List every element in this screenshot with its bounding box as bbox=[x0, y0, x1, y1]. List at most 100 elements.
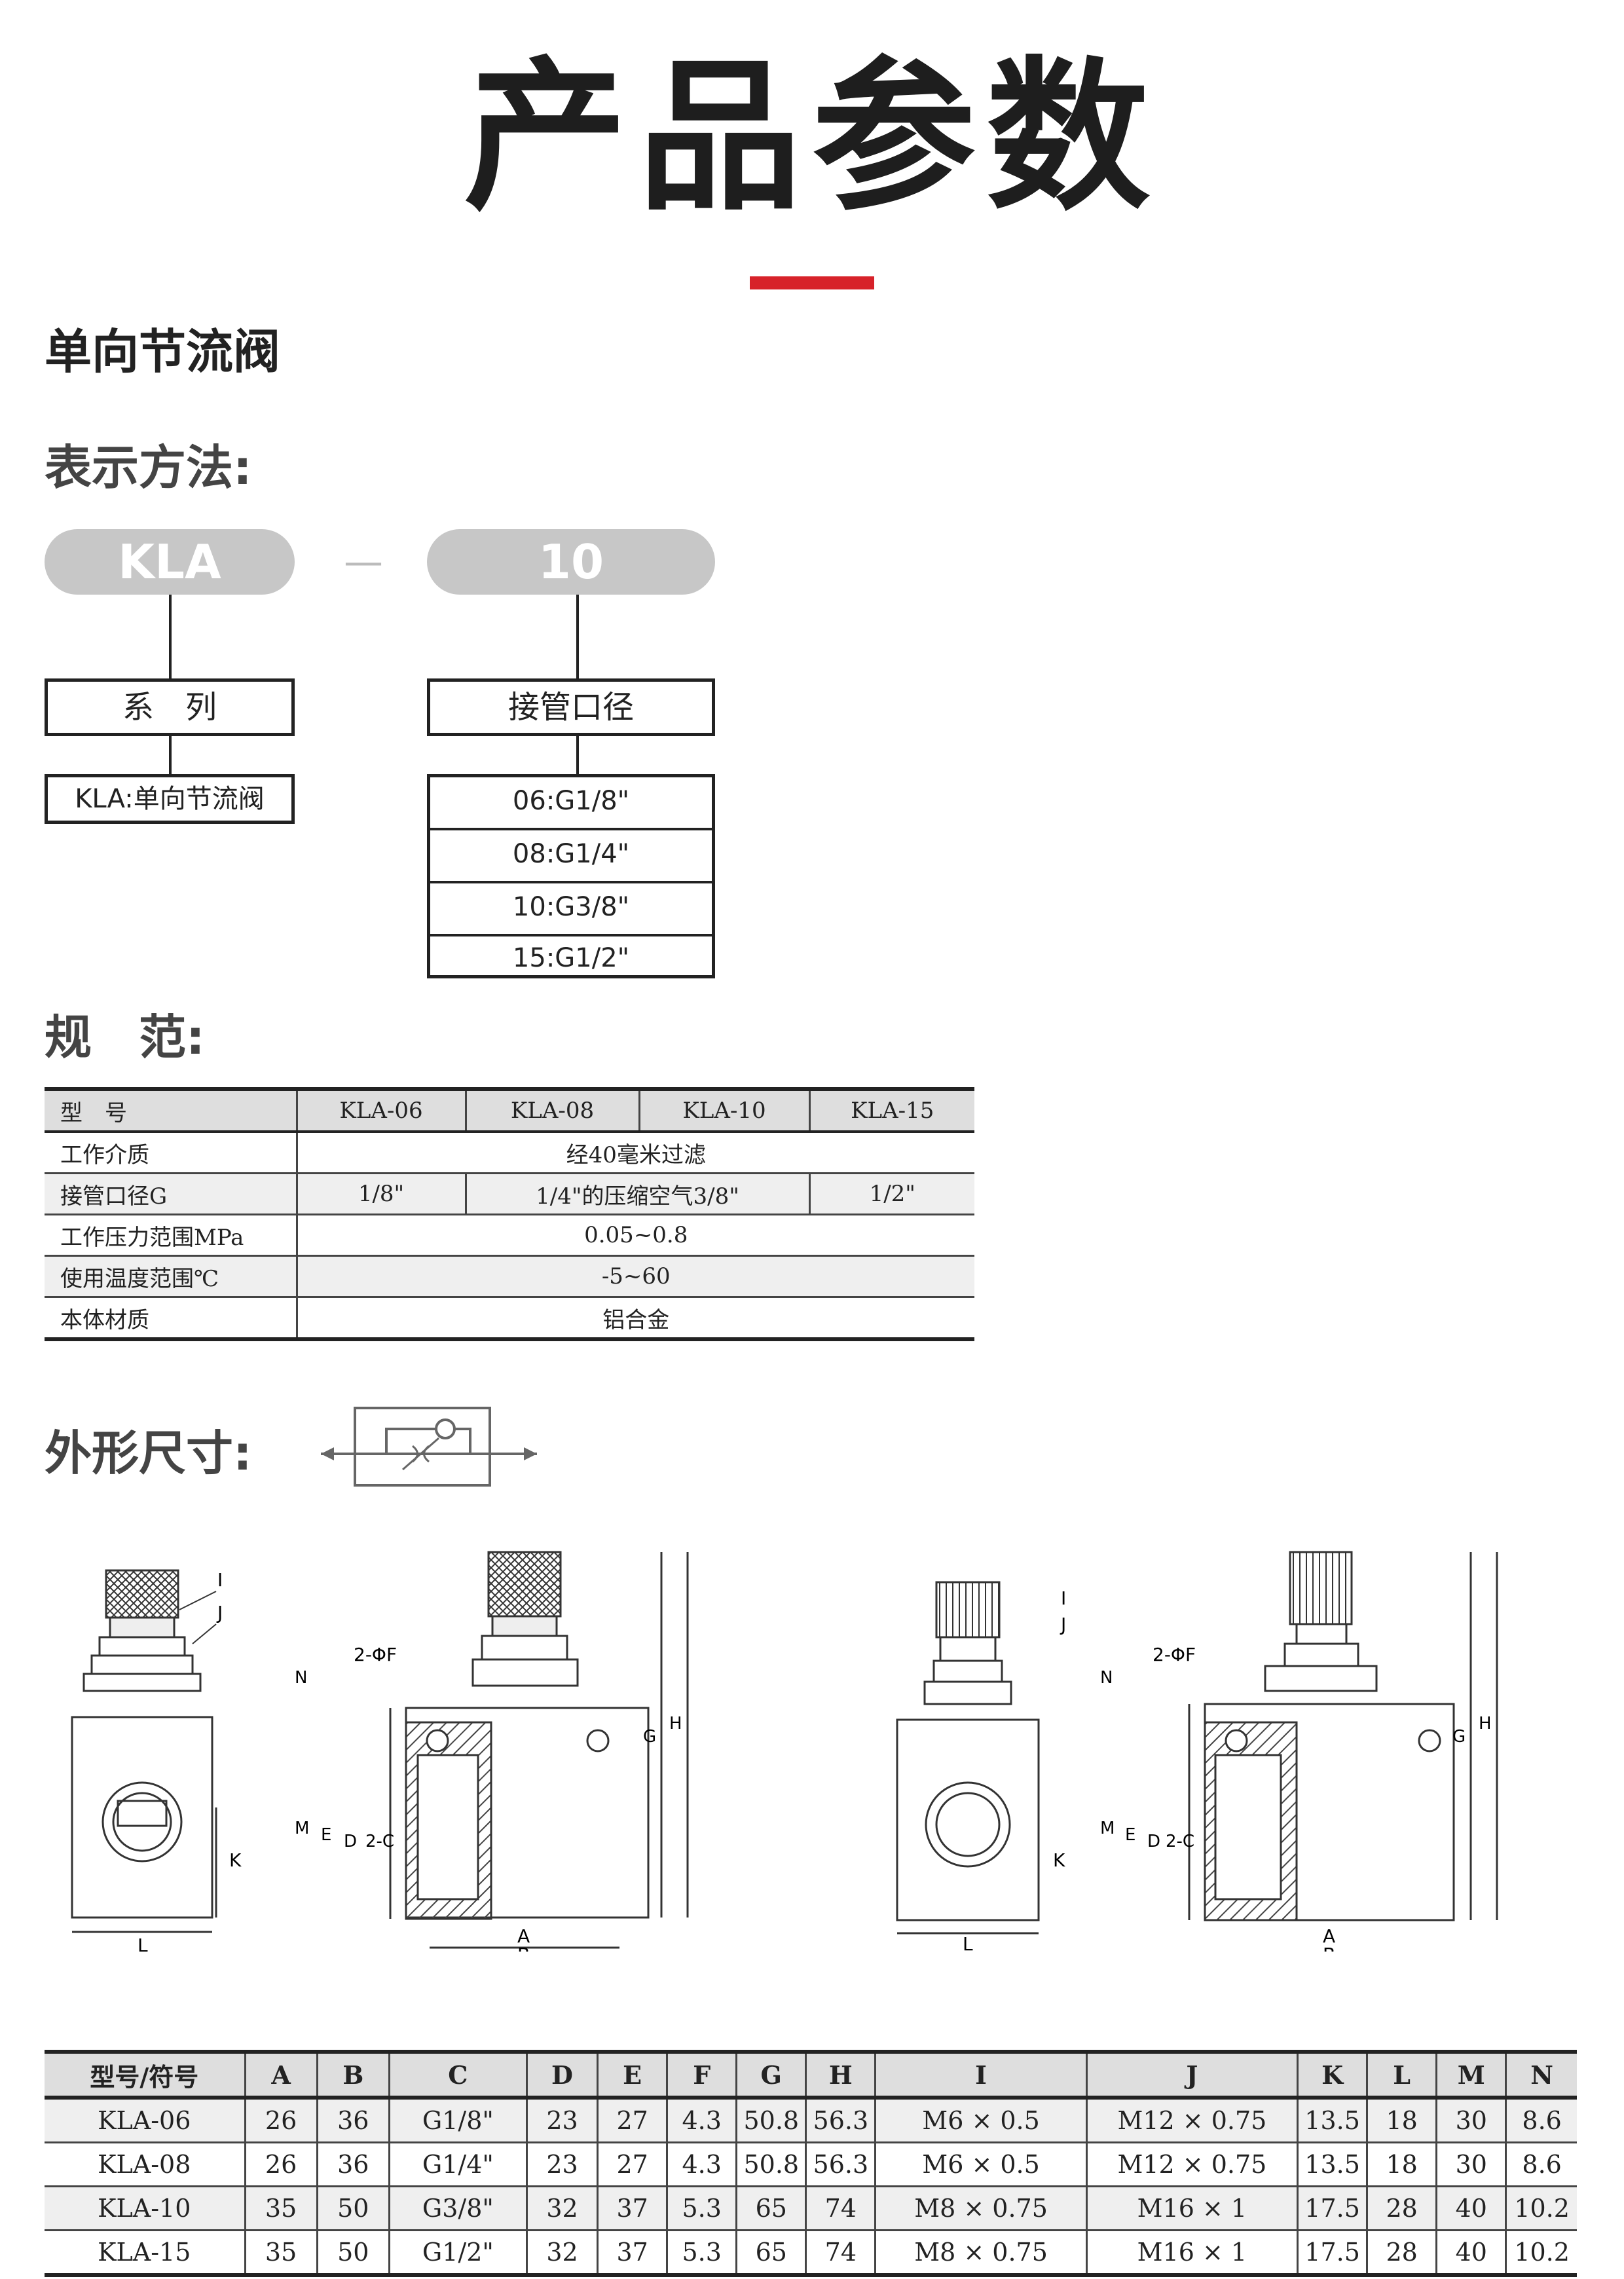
dimension-cell: 28 bbox=[1366, 2186, 1437, 2231]
dimension-header-cell: I bbox=[874, 2050, 1087, 2100]
dimension-header-cell: M bbox=[1435, 2050, 1506, 2100]
dimensions-heading: 外形尺寸: bbox=[45, 1426, 252, 1481]
dimension-header-cell: A bbox=[244, 2050, 318, 2100]
dimension-cell: 10.2 bbox=[1505, 2186, 1577, 2231]
dimension-cell: M16 × 1 bbox=[1085, 2230, 1298, 2277]
dimension-cell: 74 bbox=[805, 2230, 876, 2277]
label-m: M bbox=[295, 1819, 309, 1838]
side-view-large bbox=[896, 1581, 1040, 1935]
label-h: H bbox=[669, 1714, 682, 1733]
label-k: K bbox=[229, 1849, 242, 1871]
series-connector bbox=[169, 595, 172, 678]
spec-row-material: 本体材质 铝合金 bbox=[45, 1297, 974, 1341]
dimension-header-cell: J bbox=[1085, 2050, 1298, 2100]
dimension-cell: 23 bbox=[525, 2142, 598, 2187]
spec-row-value: 0.05~0.8 bbox=[295, 1214, 974, 1257]
spec-header-cell: 型 号 bbox=[45, 1087, 297, 1133]
spec-row-label: 工作压力范围MPa bbox=[45, 1214, 297, 1257]
dimension-cell: 4.3 bbox=[666, 2098, 737, 2143]
dimension-cell: 30 bbox=[1435, 2098, 1506, 2143]
spec-row-label: 工作介质 bbox=[45, 1132, 297, 1174]
label-n-large: N bbox=[1100, 1668, 1113, 1688]
model-cell: KLA-08 bbox=[45, 2142, 246, 2187]
dimension-cell: 23 bbox=[525, 2098, 598, 2143]
dimension-header-row: 型号/符号 A B C D E F G H I J K L M N bbox=[45, 2050, 1577, 2100]
series-label-box: 系 列 bbox=[45, 678, 295, 736]
label-k-large: K bbox=[1053, 1849, 1065, 1871]
spec-row-medium: 工作介质 经40毫米过滤 bbox=[45, 1132, 974, 1174]
dimension-cell: 50.8 bbox=[735, 2142, 806, 2187]
dimension-cell: M8 × 0.75 bbox=[874, 2186, 1087, 2231]
port-option: 10:G3/8" bbox=[430, 883, 712, 936]
label-d-large: D bbox=[1147, 1832, 1160, 1851]
dimension-header-cell: C bbox=[388, 2050, 527, 2100]
label-2-c-large: 2-C bbox=[1166, 1832, 1194, 1851]
dimension-cell: 50 bbox=[316, 2186, 390, 2231]
port-option: 06:G1/8" bbox=[430, 777, 712, 830]
dimension-cell: 35 bbox=[244, 2186, 318, 2231]
dimension-cell: 50 bbox=[316, 2230, 390, 2277]
dimension-cell: 56.3 bbox=[805, 2142, 876, 2187]
dimension-header-cell: E bbox=[597, 2050, 667, 2100]
dimension-cell: G3/8" bbox=[388, 2186, 527, 2231]
label-d: D bbox=[344, 1832, 357, 1851]
label-g-large: G bbox=[1452, 1727, 1466, 1747]
label-h-large: H bbox=[1479, 1714, 1492, 1733]
model-cell: KLA-10 bbox=[45, 2186, 246, 2231]
front-view-large bbox=[1188, 1551, 1498, 1921]
label-j: J bbox=[216, 1602, 223, 1623]
dimension-cell: 32 bbox=[525, 2230, 598, 2277]
port-label-box: 接管口径 bbox=[427, 678, 715, 736]
dimension-cell: 13.5 bbox=[1297, 2098, 1367, 2143]
dimension-cell: 8.6 bbox=[1505, 2142, 1577, 2187]
dimension-cell: 74 bbox=[805, 2186, 876, 2231]
series-desc-box: KLA:单向节流阀 bbox=[45, 774, 295, 824]
dimension-cell: 56.3 bbox=[805, 2098, 876, 2143]
dimension-cell: M12 × 0.75 bbox=[1085, 2098, 1298, 2143]
label-b: B bbox=[517, 1944, 530, 1952]
label-g: G bbox=[643, 1727, 656, 1747]
label-b-large: B bbox=[1323, 1944, 1335, 1952]
drawing-large-model: I J L K 2-ΦF N M E D 2-C A B G H bbox=[896, 1551, 1498, 1952]
dimension-cell: 18 bbox=[1366, 2142, 1437, 2187]
label-e: E bbox=[321, 1825, 331, 1845]
flow-symbol-icon bbox=[321, 1407, 537, 1487]
dimension-cell: G1/4" bbox=[388, 2142, 527, 2187]
label-e-large: E bbox=[1125, 1825, 1135, 1845]
dimension-cell: 65 bbox=[735, 2230, 806, 2277]
dimension-cell: 8.6 bbox=[1505, 2098, 1577, 2143]
spec-header-row: 型 号 KLA-06 KLA-08 KLA-10 KLA-15 bbox=[45, 1087, 974, 1133]
size-code-pill: 10 bbox=[427, 529, 715, 595]
spec-row-value: 经40毫米过滤 bbox=[295, 1132, 974, 1174]
spec-header-cell: KLA-10 bbox=[638, 1087, 809, 1133]
dimension-header-cell: K bbox=[1297, 2050, 1367, 2100]
dimension-cell: 40 bbox=[1435, 2230, 1506, 2277]
spec-row-label: 本体材质 bbox=[45, 1297, 297, 1341]
label-j-large: J bbox=[1060, 1614, 1066, 1635]
dimension-cell: 26 bbox=[244, 2098, 318, 2143]
designation-heading: 表示方法: bbox=[45, 440, 252, 495]
label-a: A bbox=[517, 1925, 530, 1947]
port-options-box: 06:G1/8" 08:G1/4" 10:G3/8" 15:G1/2" bbox=[427, 774, 715, 978]
dimension-header-cell: H bbox=[805, 2050, 876, 2100]
side-view bbox=[71, 1569, 217, 1933]
spec-row-label: 接管口径G bbox=[45, 1173, 297, 1215]
dimension-cell: M12 × 0.75 bbox=[1085, 2142, 1298, 2187]
dimension-table: 型号/符号 A B C D E F G H I J K L M N KLA-06… bbox=[45, 2050, 1577, 2277]
dimension-cell: 35 bbox=[244, 2230, 318, 2277]
title-underline bbox=[750, 276, 874, 289]
model-cell: KLA-15 bbox=[45, 2230, 246, 2277]
dimension-cell: M6 × 0.5 bbox=[874, 2098, 1087, 2143]
spec-row-value: 1/4"的压缩空气3/8" bbox=[464, 1173, 809, 1215]
dimension-header-cell: N bbox=[1505, 2050, 1577, 2100]
dimension-header-cell: F bbox=[666, 2050, 737, 2100]
label-n: N bbox=[295, 1668, 307, 1688]
dimension-cell: 5.3 bbox=[666, 2230, 737, 2277]
front-view bbox=[389, 1551, 689, 1949]
spec-row-label: 使用温度范围℃ bbox=[45, 1255, 297, 1298]
spec-row-value: 铝合金 bbox=[295, 1297, 974, 1341]
